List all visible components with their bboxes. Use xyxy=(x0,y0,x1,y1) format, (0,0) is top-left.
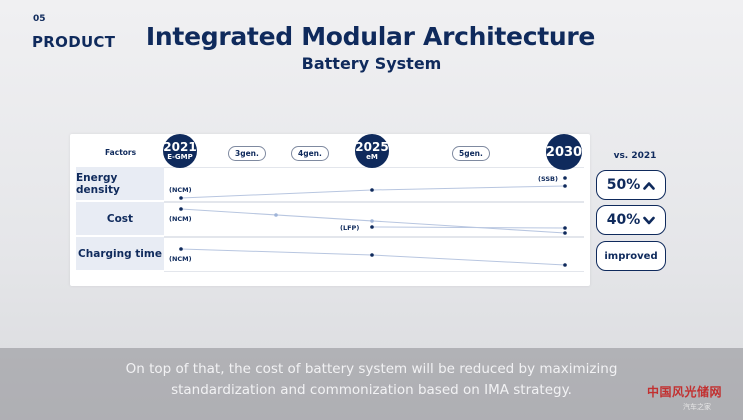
section-name: PRODUCT xyxy=(32,33,116,51)
platform-egmp: E-GMP xyxy=(167,153,193,161)
section-number: 05 xyxy=(33,14,46,24)
charging-line-1 xyxy=(180,248,373,256)
result-charging-value: improved xyxy=(604,250,658,262)
note-energy-ssb: (SSB) xyxy=(538,175,558,183)
cost-point-lfp xyxy=(370,225,374,229)
result-charging-time: improved xyxy=(596,241,666,271)
caption-band xyxy=(0,348,743,420)
charging-point-2030 xyxy=(563,263,567,267)
energy-point-2021 xyxy=(179,196,183,200)
watermark-sub: 汽车之家 xyxy=(683,403,711,411)
year-badge-2021: 2021 E-GMP xyxy=(163,134,197,168)
cost-point-2021 xyxy=(179,207,183,211)
cost-point-2030-a xyxy=(563,226,567,230)
chevron-up-icon xyxy=(643,181,656,190)
caption-text: On top of that, the cost of battery syst… xyxy=(0,359,743,401)
caption-line-2: standardization and commonization based … xyxy=(171,382,572,398)
note-energy-ncm: (NCM) xyxy=(169,186,192,194)
row-band-charging xyxy=(164,237,584,272)
charging-point-2021 xyxy=(179,247,183,251)
result-energy-density: 50% xyxy=(596,170,666,200)
note-cost-lfp: (LFP) xyxy=(340,224,360,232)
row-label-charging-time: Charging time xyxy=(76,237,164,270)
year-badge-2030: 2030 xyxy=(546,134,582,170)
watermark: 中国风光储网 xyxy=(647,385,723,399)
note-cost-ncm: (NCM) xyxy=(169,215,192,223)
row-band-cost xyxy=(164,202,584,237)
year-2021: 2021 xyxy=(163,140,197,154)
caption-line-1: On top of that, the cost of battery syst… xyxy=(125,361,618,377)
row-label-cost: Cost xyxy=(76,202,164,235)
energy-line-2 xyxy=(371,185,566,191)
page-title: Integrated Modular Architecture xyxy=(145,22,596,51)
year-badge-2025: 2025 eM xyxy=(355,134,389,168)
platform-em: eM xyxy=(366,153,378,161)
year-2030: 2030 xyxy=(545,144,583,160)
gen-pill-3: 3gen. xyxy=(228,146,266,161)
energy-point-2025 xyxy=(370,188,374,192)
cost-point-mid xyxy=(274,213,278,217)
result-energy-value: 50% xyxy=(606,177,641,193)
energy-point-2030 xyxy=(563,184,567,188)
factors-label: Factors xyxy=(105,148,137,157)
charging-point-2025 xyxy=(370,253,374,257)
charging-line-2 xyxy=(371,254,566,266)
gen-pill-5: 5gen. xyxy=(452,146,490,161)
result-cost-value: 40% xyxy=(606,212,641,228)
cost-point-2030-b xyxy=(563,231,567,235)
cost-point-2025 xyxy=(370,219,374,223)
energy-line-1 xyxy=(180,189,373,199)
note-charging-ncm: (NCM) xyxy=(169,255,192,263)
row-label-energy-density: Energy density xyxy=(76,167,164,200)
energy-point-ssb xyxy=(563,176,567,180)
year-2025: 2025 xyxy=(355,140,389,154)
page-subtitle: Battery System xyxy=(301,54,442,73)
comparison-header: vs. 2021 xyxy=(613,151,657,161)
gen-pill-4: 4gen. xyxy=(291,146,329,161)
chevron-down-icon xyxy=(643,216,656,224)
cost-line-lfp xyxy=(371,226,566,229)
result-cost: 40% xyxy=(596,205,666,235)
